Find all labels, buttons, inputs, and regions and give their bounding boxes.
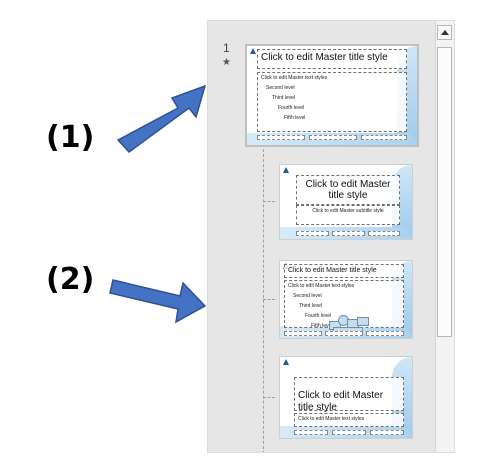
star-icon: ★ xyxy=(222,57,231,68)
layout-tree-branch xyxy=(263,397,275,398)
footer-placeholder xyxy=(332,430,366,435)
title-placeholder: Click to edit Master title style xyxy=(284,264,404,278)
body-level-1: Click to edit Master text styles xyxy=(288,283,355,289)
body-placeholder: Click to edit Master text styles Second … xyxy=(257,72,407,132)
title-text: Click to edit Master title style xyxy=(305,179,391,201)
footer-placeholder xyxy=(366,331,404,336)
footer-placeholder xyxy=(361,135,407,140)
logo-icon xyxy=(282,167,289,174)
layout-thumbnail-title-content[interactable]: Click to edit Master title style Click t… xyxy=(279,260,413,339)
slide-thumbnail-pane[interactable]: 1 ★ Click to edit Master title style Cli… xyxy=(207,20,455,453)
vertical-scrollbar[interactable] xyxy=(435,21,454,452)
footer-placeholder xyxy=(368,231,400,236)
logo-icon xyxy=(249,48,256,55)
title-text: Click to edit Master title style xyxy=(288,267,377,274)
body-level-4: Fourth level xyxy=(278,105,305,111)
body-level-3: Third level xyxy=(272,95,296,101)
logo-icon xyxy=(282,359,289,366)
title-placeholder: Click to edit Master title style xyxy=(257,49,407,69)
title-placeholder: Click to edit Master title style xyxy=(296,175,400,205)
body-level-5: Fifth level xyxy=(284,115,306,121)
title-text: Click to edit Master title style xyxy=(298,390,384,413)
body-level-3: Third level xyxy=(299,303,323,309)
layout-thumbnail-title-slide[interactable]: Click to edit Master title style Click t… xyxy=(279,164,413,240)
layout-thumbnail-section-header[interactable]: Click to edit Master title style Click t… xyxy=(279,356,413,439)
body-level-2: Second level xyxy=(293,293,322,299)
title-text: Click to edit Master title style xyxy=(261,52,388,63)
slide-number: 1 xyxy=(223,41,230,55)
content-placeholder: Click to edit Master text styles Second … xyxy=(284,280,404,336)
body-level-4: Fourth level xyxy=(305,313,332,319)
layout-tree-branch xyxy=(263,201,275,202)
layout-tree-branch xyxy=(263,299,275,300)
annotation-label-1: (1) xyxy=(46,120,95,155)
title-placeholder: Click to edit Master title style xyxy=(294,377,404,413)
body-level-2: Second level xyxy=(266,85,295,91)
text-placeholder: Click to edit Master text styles xyxy=(294,413,404,427)
annotation-label-2: (2) xyxy=(46,262,95,297)
scroll-up-button[interactable] xyxy=(437,25,452,40)
footer-placeholder xyxy=(332,231,365,236)
footer-placeholder xyxy=(309,135,357,140)
layout-tree-line xyxy=(263,149,264,452)
subtitle-text: Click to edit Master subtitle style xyxy=(312,208,384,214)
arrow-2 xyxy=(109,279,207,324)
subtitle-placeholder: Click to edit Master subtitle style xyxy=(296,205,400,225)
arrow-1 xyxy=(116,84,207,154)
body-level-5: Fifth level xyxy=(311,323,333,329)
scroll-thumb[interactable] xyxy=(437,47,452,337)
footer-placeholder xyxy=(294,430,328,435)
body-level-1: Click to edit Master text styles xyxy=(298,416,365,422)
footer-placeholder xyxy=(370,430,404,435)
body-level-1: Click to edit Master text styles xyxy=(261,75,328,81)
footer-placeholder xyxy=(296,231,329,236)
slide-master-thumbnail[interactable]: Click to edit Master title style Click t… xyxy=(245,44,419,147)
footer-placeholder xyxy=(284,331,322,336)
footer-placeholder xyxy=(257,135,305,140)
footer-placeholder xyxy=(325,331,363,336)
